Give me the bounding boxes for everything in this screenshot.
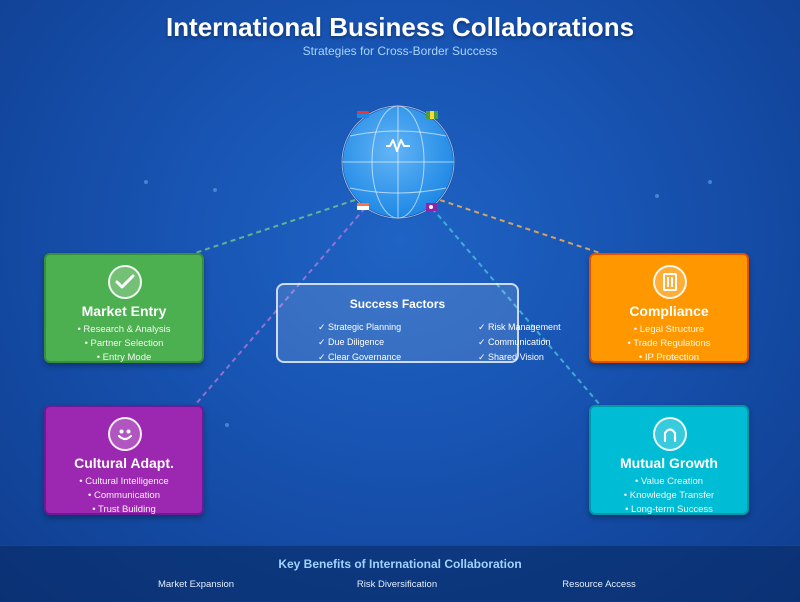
mutual-growth-card: Mutual Growth • Value Creation • Knowled… xyxy=(589,405,749,515)
benefit-item: Market Expansion xyxy=(157,579,235,590)
connector-market-entry xyxy=(194,199,356,254)
success-factor-item: ✓ Strategic Planning xyxy=(318,322,402,332)
benefit-item: Resource Access xyxy=(562,579,636,590)
arch-icon xyxy=(653,417,687,451)
benefit-item: Risk Diversification xyxy=(356,579,438,590)
benefits-footer: Key Benefits of International Collaborat… xyxy=(0,545,800,602)
background-dot xyxy=(655,194,659,198)
list-item: • Communication xyxy=(88,490,160,501)
success-factors-title: Success Factors xyxy=(349,297,446,311)
list-item: • Long-term Success xyxy=(625,504,713,515)
list-item: • Knowledge Transfer xyxy=(623,490,715,501)
success-factors-right-column: ✓ Risk Management ✓ Communication ✓ Shar… xyxy=(478,320,561,365)
cultural-adaptation-title: Cultural Adapt. xyxy=(74,455,174,471)
flag-markers xyxy=(357,111,438,211)
connector-compliance xyxy=(439,199,601,254)
compliance-title: Compliance xyxy=(629,303,709,319)
globe-icon xyxy=(341,105,455,219)
benefits-title: Key Benefits of International Collaborat… xyxy=(278,557,522,571)
pulse-icon xyxy=(386,139,410,152)
success-factors-left-column: ✓ Strategic Planning ✓ Due Diligence ✓ C… xyxy=(318,320,401,365)
success-factor-item: ✓ Risk Management xyxy=(478,322,561,332)
success-factors-box: Success Factors ✓ Strategic Planning ✓ D… xyxy=(276,283,561,365)
connector-cultural xyxy=(194,207,366,406)
page-title: International Business Collaborations xyxy=(165,12,635,42)
background-dot xyxy=(144,180,148,184)
background-dot xyxy=(213,188,217,192)
list-item: • Partner Selection xyxy=(84,338,164,349)
cultural-adaptation-card: Cultural Adapt. • Cultural Intelligence … xyxy=(44,405,204,515)
market-entry-card: Market Entry • Research & Analysis • Par… xyxy=(44,253,204,363)
smiley-icon xyxy=(108,417,142,451)
list-item: • Trade Regulations xyxy=(627,338,711,349)
connector-growth xyxy=(431,207,601,406)
list-item: • Trust Building xyxy=(92,504,156,515)
background-dot xyxy=(225,423,229,427)
document-icon xyxy=(653,265,687,299)
compliance-card: Compliance • Legal Structure • Trade Reg… xyxy=(589,253,749,363)
list-item: • Legal Structure xyxy=(633,324,705,335)
success-factor-item: ✓ Due Diligence xyxy=(318,337,385,347)
market-entry-title: Market Entry xyxy=(81,303,167,319)
list-item: • IP Protection xyxy=(638,352,700,363)
list-item: • Entry Mode xyxy=(96,352,152,363)
success-factor-item: ✓ Communication xyxy=(478,337,551,347)
background-dot xyxy=(708,180,712,184)
list-item: • Cultural Intelligence xyxy=(79,476,169,487)
page-subtitle: Strategies for Cross-Border Success xyxy=(302,44,498,58)
list-item: • Value Creation xyxy=(634,476,704,487)
mutual-growth-title: Mutual Growth xyxy=(620,455,718,471)
success-factor-item: ✓ Clear Governance xyxy=(318,352,402,362)
success-factor-item: ✓ Shared Vision xyxy=(478,352,544,362)
list-item: • Research & Analysis xyxy=(77,324,171,335)
checkmark-icon xyxy=(108,265,142,299)
